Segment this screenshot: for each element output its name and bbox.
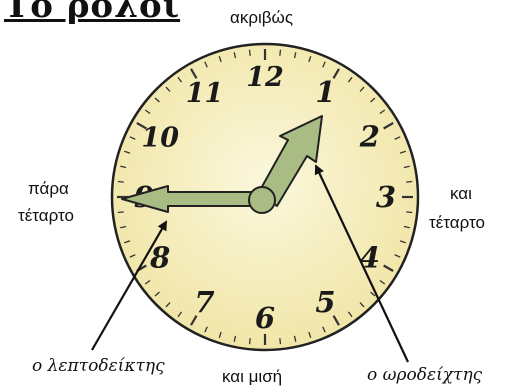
clock-numeral-7: 7 (194, 285, 214, 319)
clock-tick (118, 182, 124, 183)
label-minute-hand: ο λεπτοδείκτης (32, 355, 165, 377)
label-quarter-past-line2: τέταρτο (429, 212, 485, 234)
clock-tick (118, 212, 124, 213)
clock-numeral-2: 2 (359, 120, 380, 154)
clock-numeral-5: 5 (315, 285, 335, 319)
label-quarter-to-line1: πάρα (28, 178, 69, 200)
clock-numeral-4: 4 (360, 241, 380, 275)
clock-numeral-12: 12 (246, 62, 284, 93)
clock-tick (280, 50, 281, 56)
clock-numeral-1: 1 (315, 75, 335, 109)
clock-numeral-6: 6 (255, 301, 275, 335)
label-quarter-to-line2: τέταρτο (18, 205, 74, 227)
clock-tick (250, 50, 251, 56)
label-half-past: και μισή (222, 366, 282, 388)
clock-numeral-10: 10 (141, 123, 179, 154)
label-on-the-hour: ακριβώς (230, 7, 293, 29)
clock-numeral-11: 11 (186, 78, 224, 109)
clock-tick (250, 338, 251, 344)
clock-numeral-3: 3 (376, 180, 396, 214)
label-hour-hand: ο ωροδείχτης (367, 364, 482, 386)
clock-tick (280, 338, 281, 344)
clock-tick (406, 212, 412, 213)
clock-tick (406, 182, 412, 183)
clock-center (249, 187, 275, 213)
label-quarter-past-line1: και (450, 183, 472, 205)
